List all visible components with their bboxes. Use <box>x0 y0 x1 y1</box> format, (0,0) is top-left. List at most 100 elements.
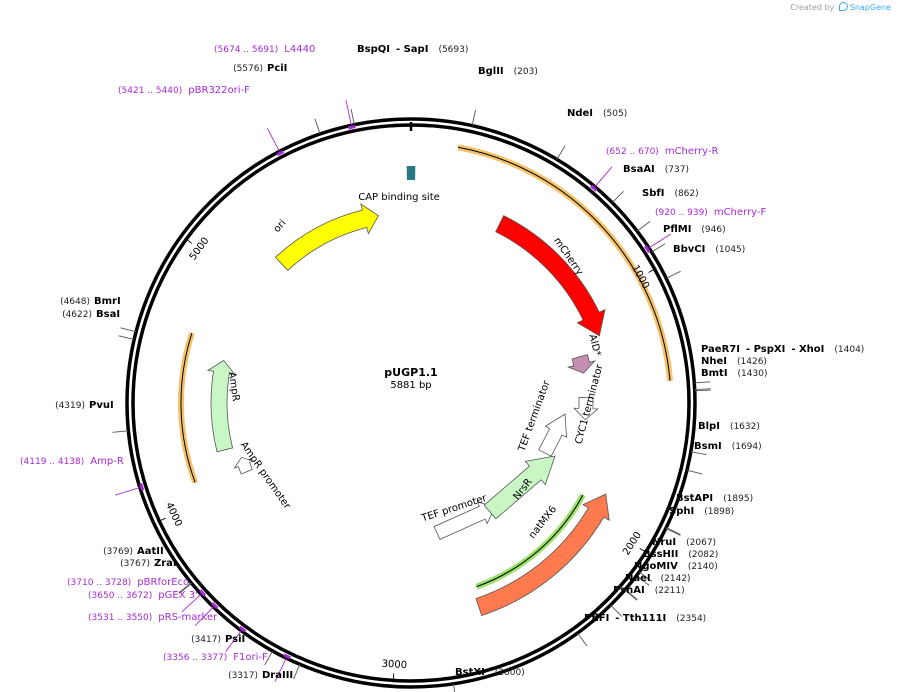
connector-nhei <box>694 388 711 391</box>
primer-mark-f1ori-f <box>283 653 292 660</box>
primer-range-pbr322ori-f: (5421 .. 5440) <box>118 86 182 96</box>
enzyme-label-nrui: NruI <box>652 537 676 548</box>
primer-label-pbrforeco: pBRforEco <box>137 577 189 588</box>
tick-label-5000: 5000 <box>188 236 212 263</box>
enzyme-pos-blpi: (1632) <box>730 422 760 432</box>
connector-bsmi <box>686 469 703 475</box>
enzyme-label-ngomiv: NgoMIV <box>634 561 678 572</box>
orf-line-mcherry-region <box>457 146 671 381</box>
enzyme-pos-bmri: (4648) <box>60 297 90 307</box>
enzyme-label-bsai: BsaI <box>96 309 120 320</box>
orf-line-natmx6 <box>476 494 584 588</box>
enzyme-label-draiii: DraIII <box>262 670 293 681</box>
primer-range-prs-marker: (3531 .. 3550) <box>88 613 152 623</box>
primer-range-mcherry-f: (920 .. 939) <box>655 208 708 218</box>
primer-mark-pgex-3 <box>211 601 219 610</box>
primer-range-l4440: (5674 .. 5691) <box>214 45 278 55</box>
connector-bglii <box>471 109 476 126</box>
enzyme-label-paer7i: PaeR7I <box>701 344 740 355</box>
enzyme-label-sbfi: SbfI <box>642 188 664 199</box>
enzyme-pos-pvui: (4319) <box>55 401 85 411</box>
primer-range-pgex-3: (3650 .. 3672) <box>88 591 152 601</box>
enzyme-pos-ndei: (505) <box>603 109 627 119</box>
tick-mark-5000 <box>184 237 193 244</box>
feature-aid <box>567 354 597 374</box>
enzyme-label-bsshii: BssHII <box>643 549 678 560</box>
connector-nrui <box>638 571 653 582</box>
primer-connector-mcherry-f <box>648 233 672 249</box>
connector-sphi <box>665 527 681 536</box>
primer-label-prs-marker: pRS-marker <box>158 612 218 623</box>
enzyme-label-bsaai: BsaAI <box>623 164 655 175</box>
feature-natmx6 <box>475 493 610 617</box>
feature-ampr <box>206 359 236 453</box>
primer-mark-mcherry-f <box>644 245 651 254</box>
enzyme-label-naei: NaeI <box>625 573 651 584</box>
feature-label-ampr: AmpR <box>226 371 241 402</box>
connector-bspqi <box>350 108 355 125</box>
primer-range-mcherry-r: (652 .. 670) <box>606 147 659 157</box>
feature-tef-terminator <box>538 413 567 457</box>
feature-label-ori: ori <box>272 218 289 235</box>
primer-label-amp-r: Amp-R <box>90 456 124 467</box>
connector-aatii <box>178 582 192 594</box>
orf-highlight-arcs <box>177 144 673 590</box>
enzyme-pos-paer7i: (1404) <box>834 345 864 355</box>
feature-label-cap-binding-site: CAP binding site <box>358 192 440 203</box>
connector-pflfi <box>577 632 588 647</box>
tick-label-1000: 1000 <box>629 263 651 291</box>
enzyme-label-bglii: BglII <box>478 66 504 77</box>
enzyme-pos-bspqi: (5693) <box>438 45 468 55</box>
feature-label-cyc1-terminator: CYC1 terminator <box>574 362 606 445</box>
credit-prefix: Created by <box>790 3 835 12</box>
enzyme-label-psii: PsiI <box>225 634 245 645</box>
connector-pcii <box>314 118 321 135</box>
tick-label-2000: 2000 <box>621 530 644 557</box>
feature-nrsr <box>483 455 556 520</box>
enzyme-label-pcii: PciI <box>267 63 287 74</box>
primer-range-f1ori-f: (3356 .. 3377) <box>163 653 227 663</box>
primer-label-mcherry-f: mCherry-F <box>714 207 767 218</box>
primer-connector-pbr322ori-f <box>266 128 280 152</box>
enzyme-pos-pflfi: (2354) <box>676 614 706 624</box>
tick-mark-3000 <box>392 673 395 683</box>
enzyme-pos-bbvci: (1045) <box>715 245 745 255</box>
connector-blpi <box>690 451 707 456</box>
enzyme-label-xhoi: - XhoI <box>791 344 824 355</box>
tick-label-4000: 4000 <box>163 501 184 529</box>
connector-bmri <box>120 327 137 333</box>
feature-label-aid: AID* <box>586 333 602 358</box>
connector-pshai <box>610 604 623 617</box>
connector-draiii <box>293 664 301 680</box>
enzyme-pos-nrui: (2067) <box>686 538 716 548</box>
enzyme-pos-bsmi: (1694) <box>732 442 762 452</box>
tick-mark-1000 <box>648 267 657 273</box>
connector-ndei <box>556 145 566 160</box>
enzyme-label-nhei: NheI <box>701 356 727 367</box>
connector-psii <box>264 650 273 666</box>
connector-bsaai <box>611 190 624 203</box>
enzyme-label-ndei: NdeI <box>567 108 593 119</box>
label-layer: BspQI- SapI(5693)BglII(203)NdeI(505)BsaA… <box>20 44 864 681</box>
enzyme-label-pflmi: PflMI <box>663 224 691 235</box>
enzyme-label-tth111i: - Tth111I <box>615 613 666 624</box>
primer-mark-amp-r <box>139 482 145 491</box>
enzyme-pos-naei: (2142) <box>661 574 691 584</box>
primer-connector-amp-r <box>114 487 140 496</box>
backbone-outer-ring <box>125 117 697 689</box>
credit-brand: SnapGene <box>849 3 891 12</box>
enzyme-pos-sphi: (1898) <box>704 507 734 517</box>
enzyme-pos-nhei: (1426) <box>737 357 767 367</box>
connector-bsshii <box>636 575 650 586</box>
enzyme-label-zrai: ZraI <box>154 558 177 569</box>
primer-mark-prs-marker <box>238 625 247 633</box>
connector-zrai <box>178 582 192 594</box>
feature-layer <box>206 165 610 617</box>
enzyme-pos-zrai: (3767) <box>120 559 150 569</box>
primer-label-pgex-3: pGEX 3' <box>158 590 198 601</box>
enzyme-pos-draiii: (3317) <box>228 671 258 681</box>
connector-ngomiv <box>625 588 638 601</box>
feature-label-ampr-promoter: AmpR promoter <box>238 440 293 512</box>
enzyme-label-bstxi: BstXI <box>455 667 485 678</box>
enzyme-label-sphi: SphI <box>669 506 694 517</box>
